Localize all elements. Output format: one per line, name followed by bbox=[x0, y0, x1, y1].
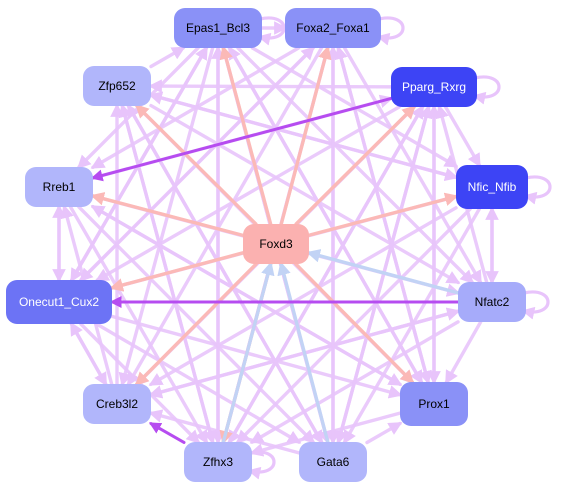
node-zfp652[interactable]: Zfp652 bbox=[83, 66, 151, 106]
node-rreb1[interactable]: Rreb1 bbox=[25, 167, 93, 207]
edge-foxd3-to-nfic bbox=[307, 192, 459, 237]
node-box-rreb1 bbox=[25, 167, 93, 207]
node-label-rreb1: Rreb1 bbox=[43, 180, 76, 194]
node-label-pparg: Pparg_Rxrg bbox=[402, 80, 466, 94]
node-prox1[interactable]: Prox1 bbox=[400, 382, 468, 426]
edges-layer bbox=[52, 21, 499, 457]
edge-onecut1-to-creb3l2 bbox=[69, 322, 108, 387]
node-box-gata6 bbox=[299, 442, 367, 482]
self-loop-epas1 bbox=[257, 16, 286, 46]
self-loop-foxa2 bbox=[376, 16, 405, 46]
node-box-onecut1 bbox=[6, 280, 112, 324]
edge-zfp652-to-epas1 bbox=[149, 46, 186, 69]
node-foxd3[interactable]: Foxd3 bbox=[243, 224, 309, 264]
node-label-zfhx3: Zfhx3 bbox=[203, 455, 233, 469]
edge-foxd3-to-onecut1 bbox=[109, 251, 245, 292]
node-onecut1[interactable]: Onecut1_Cux2 bbox=[6, 280, 112, 324]
edge-prox1-to-epas1 bbox=[227, 45, 424, 384]
node-label-epas1: Epas1_Bcl3 bbox=[186, 21, 250, 35]
edge-zfp652-to-nfatc2 bbox=[149, 103, 461, 285]
node-box-prox1 bbox=[400, 382, 468, 426]
node-label-foxd3: Foxd3 bbox=[259, 237, 293, 251]
edge-pparg-to-onecut1 bbox=[95, 105, 401, 282]
edge-pparg-to-zfp652 bbox=[148, 79, 393, 93]
edge-pparg-to-rreb1 bbox=[90, 96, 393, 182]
node-box-foxd3 bbox=[243, 224, 309, 264]
node-box-foxa2 bbox=[285, 8, 381, 48]
self-loop-nfatc2 bbox=[521, 290, 550, 320]
node-box-nfatc2 bbox=[458, 282, 526, 322]
node-label-creb3l2: Creb3l2 bbox=[96, 397, 138, 411]
node-label-gata6: Gata6 bbox=[317, 455, 350, 469]
node-box-creb3l2 bbox=[83, 384, 151, 424]
edge-foxd3-to-pparg bbox=[294, 105, 416, 226]
node-gata6[interactable]: Gata6 bbox=[299, 442, 367, 482]
self-loop-nfic bbox=[523, 175, 552, 205]
node-box-zfp652 bbox=[83, 66, 151, 106]
edge-gata6-to-foxd3 bbox=[277, 261, 330, 444]
edge-foxd3-to-prox1 bbox=[294, 262, 415, 384]
edge-foxd3-to-creb3l2 bbox=[134, 262, 258, 386]
node-epas1[interactable]: Epas1_Bcl3 bbox=[174, 8, 262, 48]
edge-zfhx3-to-pparg bbox=[227, 104, 425, 444]
node-label-onecut1: Onecut1_Cux2 bbox=[19, 295, 99, 309]
node-label-foxa2: Foxa2_Foxa1 bbox=[296, 21, 370, 35]
edge-onecut1-to-prox1 bbox=[110, 314, 403, 399]
edge-foxd3-to-rreb1 bbox=[90, 192, 245, 238]
node-pparg[interactable]: Pparg_Rxrg bbox=[391, 67, 477, 107]
edge-nfatc2-to-foxd3 bbox=[306, 249, 460, 295]
node-box-nfic bbox=[456, 165, 528, 209]
node-label-nfic: Nfic_Nfib bbox=[468, 180, 517, 194]
node-label-zfp652: Zfp652 bbox=[98, 79, 136, 93]
self-loop-pparg bbox=[472, 75, 501, 105]
node-nfatc2[interactable]: Nfatc2 bbox=[458, 282, 526, 322]
edge-zfhx3-to-foxd3 bbox=[221, 261, 275, 444]
node-zfhx3[interactable]: Zfhx3 bbox=[184, 442, 252, 482]
node-creb3l2[interactable]: Creb3l2 bbox=[83, 384, 151, 424]
edge-pparg-to-nfic bbox=[443, 105, 481, 168]
self-loops-layer bbox=[247, 16, 552, 480]
edge-gata6-to-zfp652 bbox=[126, 103, 324, 444]
node-box-zfhx3 bbox=[184, 442, 252, 482]
edge-nfatc2-to-prox1 bbox=[444, 320, 483, 385]
edge-nfic-to-creb3l2 bbox=[148, 206, 458, 387]
edge-foxd3-to-foxa2 bbox=[279, 45, 332, 226]
node-label-nfatc2: Nfatc2 bbox=[475, 295, 510, 309]
edge-gata6-to-prox1 bbox=[365, 421, 403, 445]
node-foxa2[interactable]: Foxa2_Foxa1 bbox=[285, 8, 381, 48]
edge-prox1-to-rreb1 bbox=[90, 204, 402, 387]
edge-foxd3-to-zfp652 bbox=[135, 104, 258, 226]
node-label-prox1: Prox1 bbox=[418, 397, 450, 411]
node-nfic[interactable]: Nfic_Nfib bbox=[456, 165, 528, 209]
edge-nfic-to-zfhx3 bbox=[236, 207, 472, 444]
node-box-epas1 bbox=[174, 8, 262, 48]
self-loop-zfhx3 bbox=[247, 450, 276, 480]
node-box-pparg bbox=[391, 67, 477, 107]
edge-zfhx3-to-creb3l2 bbox=[148, 422, 186, 444]
